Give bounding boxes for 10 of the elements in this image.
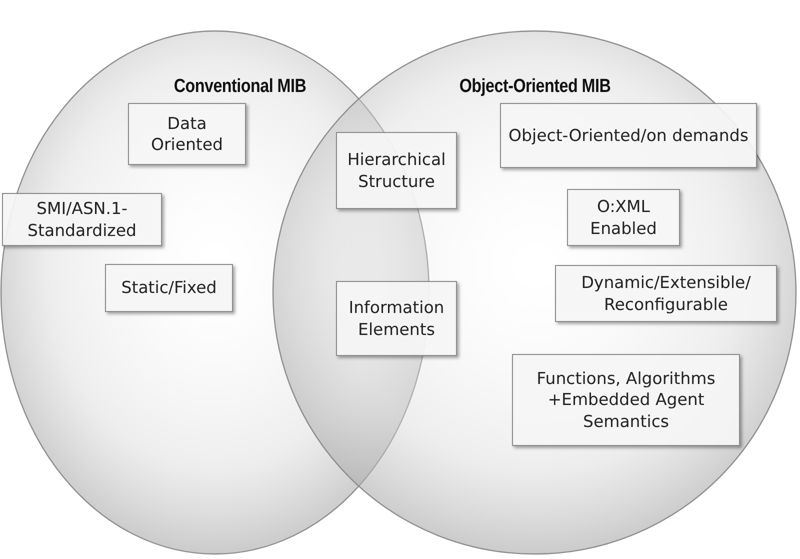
feature-box: O:XML Enabled: [567, 189, 680, 246]
venn-circle: [272, 30, 797, 555]
feature-box: Data Oriented: [128, 103, 246, 165]
feature-box: Dynamic/Extensible/ Reconfigurable: [555, 265, 777, 322]
circle-heading: Object-Oriented MIB: [459, 76, 611, 98]
feature-box: SMI/ASN.1-Standardized: [2, 193, 162, 246]
feature-box: Static/Fixed: [105, 264, 233, 312]
feature-box: Functions, Algorithms +Embedded Agent Semantics: [512, 354, 740, 446]
circle-heading: Conventional MIB: [174, 76, 306, 98]
feature-box: Object-Oriented/on demands: [500, 103, 757, 168]
